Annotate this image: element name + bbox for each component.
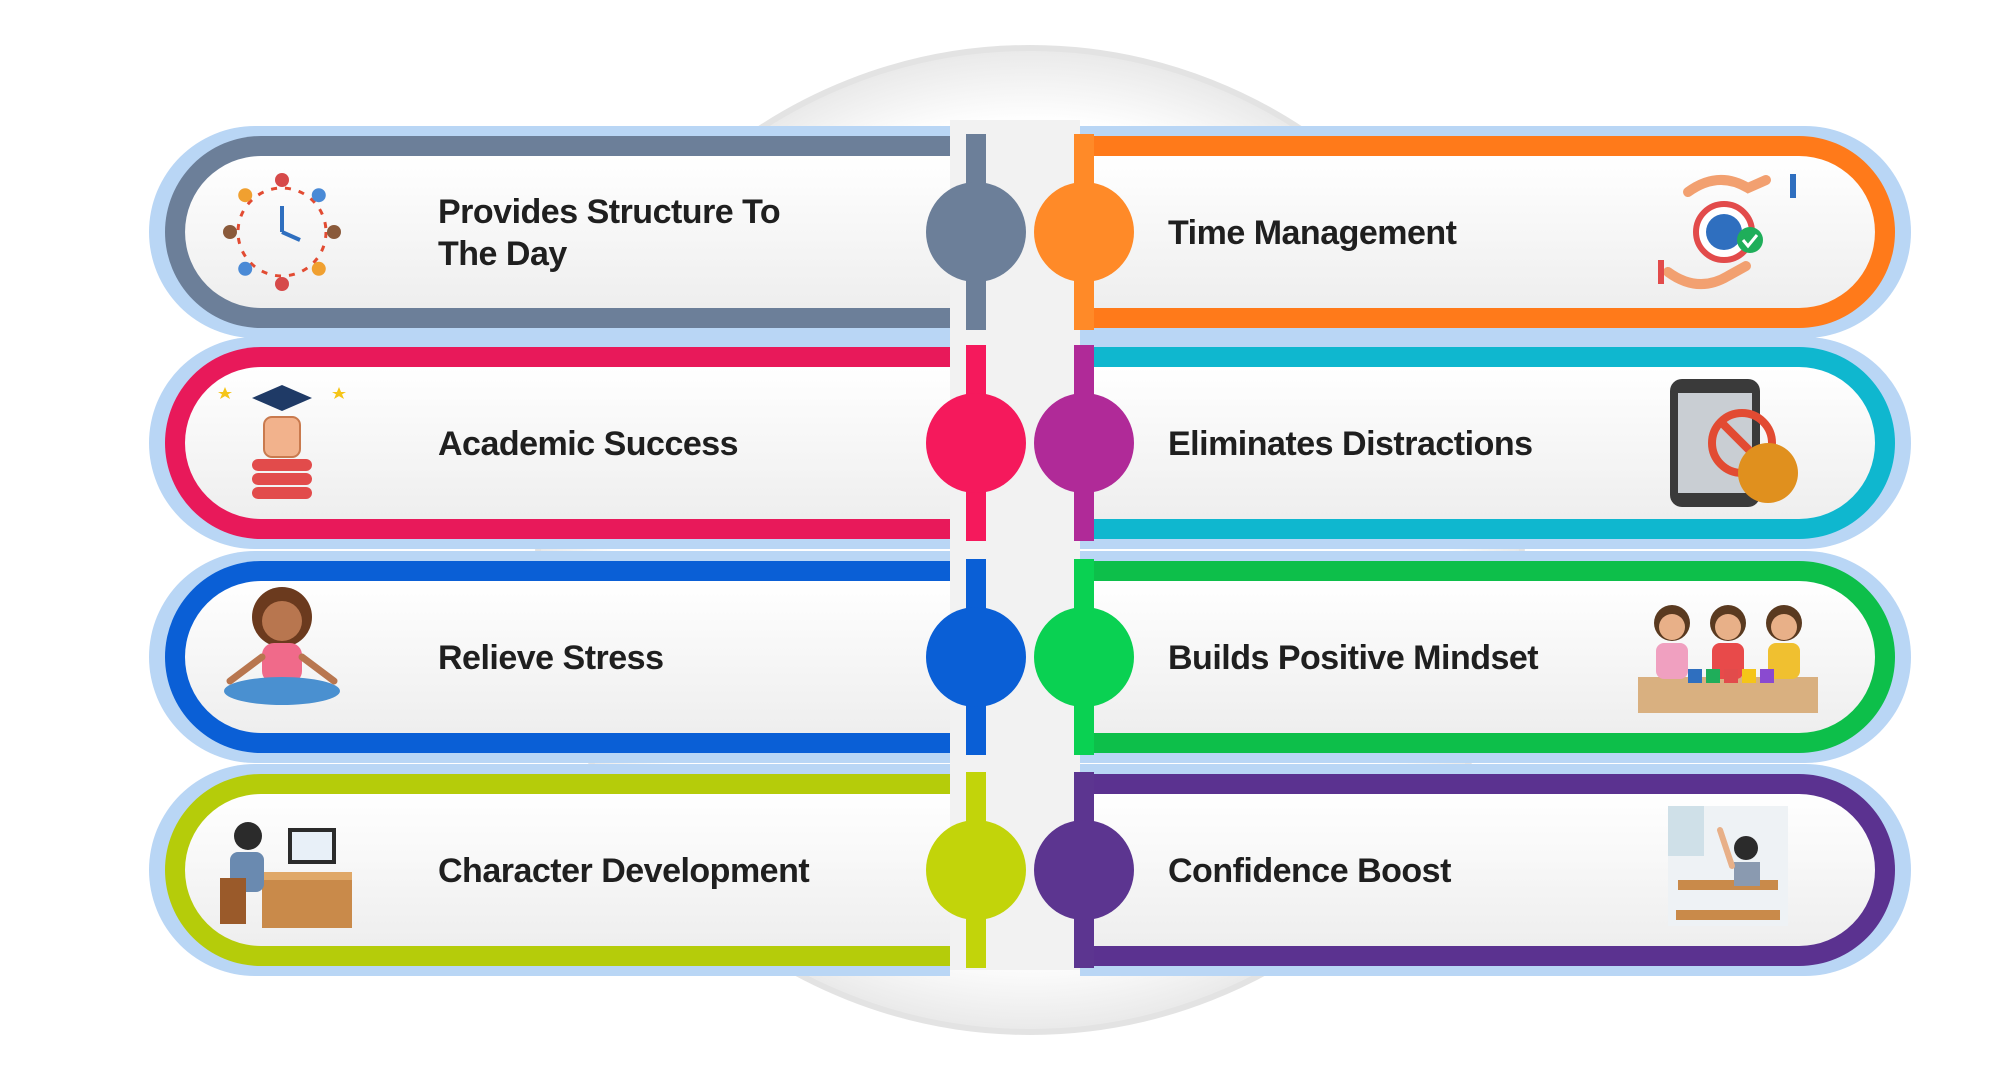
right-row-4-label-line-1: Confidence Boost <box>1168 852 1451 890</box>
hands-clock-check-icon <box>1658 174 1796 290</box>
right-row-2: Eliminates Distractions <box>1080 337 1911 549</box>
clock-schedule-icon <box>223 173 341 291</box>
meditating-girl-icon <box>224 587 340 705</box>
right-row-2-label-line-1: Eliminates Distractions <box>1168 425 1533 463</box>
graduation-fist-books-icon <box>218 385 346 499</box>
right-row-3: Builds Positive Mindset <box>1080 551 1911 763</box>
left-row-1: Provides Structure To The Day <box>149 126 950 338</box>
left-row-2: Academic Success <box>149 337 950 549</box>
left-row-4-label-line-1: Character Development <box>438 852 809 890</box>
right-knob-3 <box>1034 559 1134 755</box>
right-knob-1 <box>1034 134 1134 330</box>
left-row-3: Relieve Stress <box>149 551 950 763</box>
right-knob-4 <box>1034 772 1134 968</box>
right-row-1-label-line-1: Time Management <box>1168 214 1457 252</box>
left-knob-4 <box>926 772 1026 968</box>
tablet-blocked-icon <box>1670 379 1798 507</box>
right-row-3-label-line-1: Builds Positive Mindset <box>1168 639 1538 677</box>
left-knob-2 <box>926 345 1026 541</box>
left-knob-3 <box>926 559 1026 755</box>
left-row-2-label-line-1: Academic Success <box>438 425 738 463</box>
left-row-1-label-line-1: Provides Structure To <box>438 193 780 231</box>
student-raising-hand-icon <box>1668 806 1788 926</box>
right-knob-2 <box>1034 345 1134 541</box>
right-row-1: Time Management <box>1080 126 1911 338</box>
left-row-3-label-line-1: Relieve Stress <box>438 639 664 677</box>
kids-playing-blocks-icon <box>1638 605 1818 713</box>
left-row-1-label-line-2: The Day <box>438 235 567 273</box>
left-knob-1 <box>926 134 1026 330</box>
right-row-4: Confidence Boost <box>1080 764 1911 976</box>
left-row-4: Character Development <box>149 764 950 976</box>
student-at-computer-icon <box>220 822 352 928</box>
